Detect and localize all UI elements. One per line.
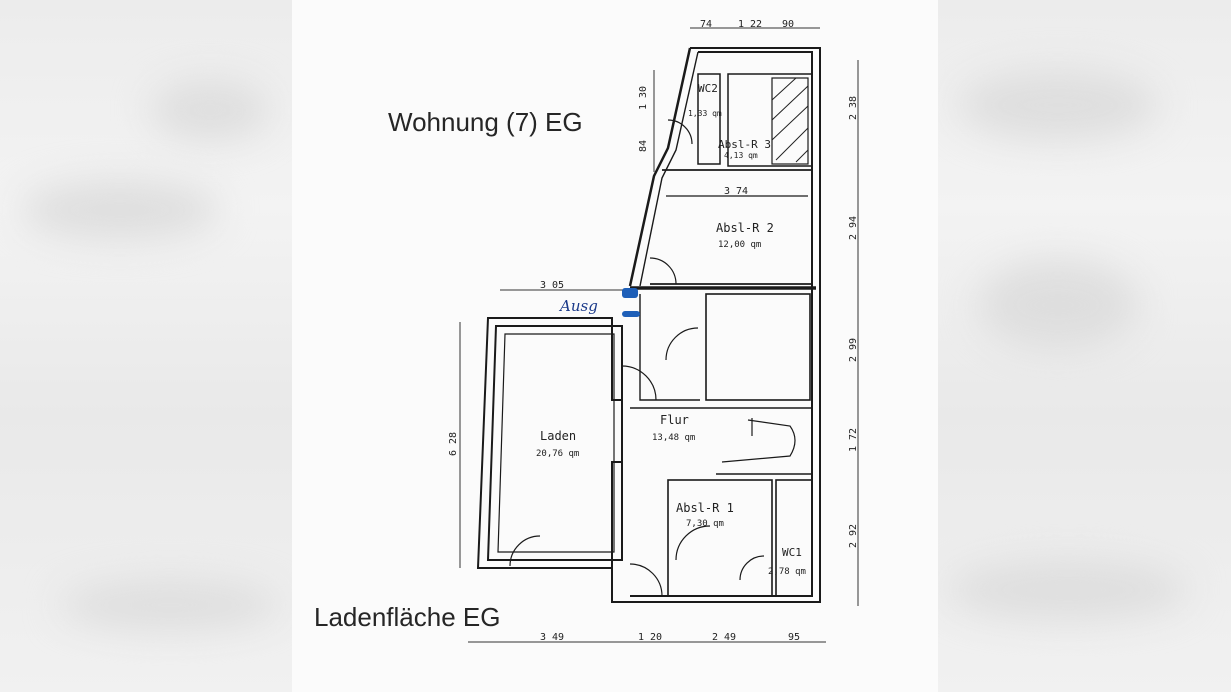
- handwritten-exit-note: Ausg: [558, 297, 598, 315]
- dim-right-3: 2 99: [848, 338, 859, 362]
- dim-inner-absr2: 3 74: [724, 186, 748, 197]
- stairs: [721, 419, 796, 463]
- flur-walls: [630, 407, 813, 475]
- dim-bottom-4: 95: [788, 632, 800, 643]
- laden-walls-inner: [497, 333, 615, 553]
- dimension-lines: [459, 27, 859, 643]
- dim-top-1: 74: [700, 19, 712, 30]
- door-arc: [629, 563, 663, 597]
- flur-area: 13,48 qm: [652, 433, 695, 443]
- laden-label: Laden: [540, 429, 576, 443]
- dim-right-1: 2 38: [848, 96, 859, 120]
- dim-top-3: 90: [782, 19, 794, 30]
- dim-right-4: 1 72: [848, 428, 859, 452]
- slanted-wall: [628, 47, 692, 287]
- wc1-area: 2,78 qm: [768, 567, 806, 577]
- shaft-hatching: [771, 77, 809, 163]
- dim-left-upper-2: 84: [638, 140, 649, 152]
- left-blurred-background: [0, 0, 292, 692]
- floor-plan-paper: [292, 0, 938, 692]
- absr1-label: Absl-R 1: [676, 501, 734, 515]
- flur-label: Flur: [660, 413, 689, 427]
- door-arc: [739, 555, 765, 581]
- dim-bottom-1: 3 49: [540, 632, 564, 643]
- absr1-area: 7,30 qm: [686, 519, 724, 529]
- middle-room-inner: [639, 294, 700, 401]
- right-blurred-background: [938, 0, 1231, 692]
- absr3-room: [727, 73, 813, 167]
- door-arc: [509, 535, 541, 567]
- blue-marks: [622, 288, 640, 317]
- absr3-area: 4,13 qm: [724, 151, 758, 160]
- dim-left-laden: 6 28: [448, 432, 459, 456]
- dim-top-2: 1 22: [738, 19, 762, 30]
- dim-bottom-3: 2 49: [712, 632, 736, 643]
- slanted-wall-inner: [639, 51, 699, 287]
- laden-area: 20,76 qm: [536, 449, 579, 459]
- apartment-heading: Wohnung (7) EG: [388, 107, 583, 137]
- absr1-room: [667, 479, 773, 597]
- absr3-label: Absl-R 3: [718, 138, 771, 151]
- door-arc: [665, 327, 699, 361]
- dim-right-5: 2 92: [848, 524, 859, 548]
- door-arc: [667, 119, 693, 145]
- door-arc: [675, 525, 711, 561]
- wc1-label: WC1: [782, 546, 802, 559]
- absr2-label: Absl-R 2: [716, 221, 774, 235]
- laden-walls: [486, 325, 623, 561]
- absr2-area: 12,00 qm: [718, 240, 761, 250]
- door-arc: [621, 365, 657, 401]
- dim-left-upper-1: 1 30: [638, 86, 649, 110]
- absr2-walls: [650, 169, 813, 285]
- wc1-room: [775, 479, 813, 597]
- door-arc: [649, 257, 677, 285]
- dim-corridor: 3 05: [540, 280, 564, 291]
- wc2-area: 1,33 qm: [688, 109, 722, 118]
- hatched-shaft: [771, 77, 809, 165]
- wc2-room: [697, 73, 721, 165]
- shop-heading: Ladenfläche EG: [314, 602, 500, 632]
- wc2-label: WC2: [698, 82, 718, 95]
- middle-room: [705, 293, 811, 401]
- dim-right-2: 2 94: [848, 216, 859, 240]
- dim-bottom-2: 1 20: [638, 632, 662, 643]
